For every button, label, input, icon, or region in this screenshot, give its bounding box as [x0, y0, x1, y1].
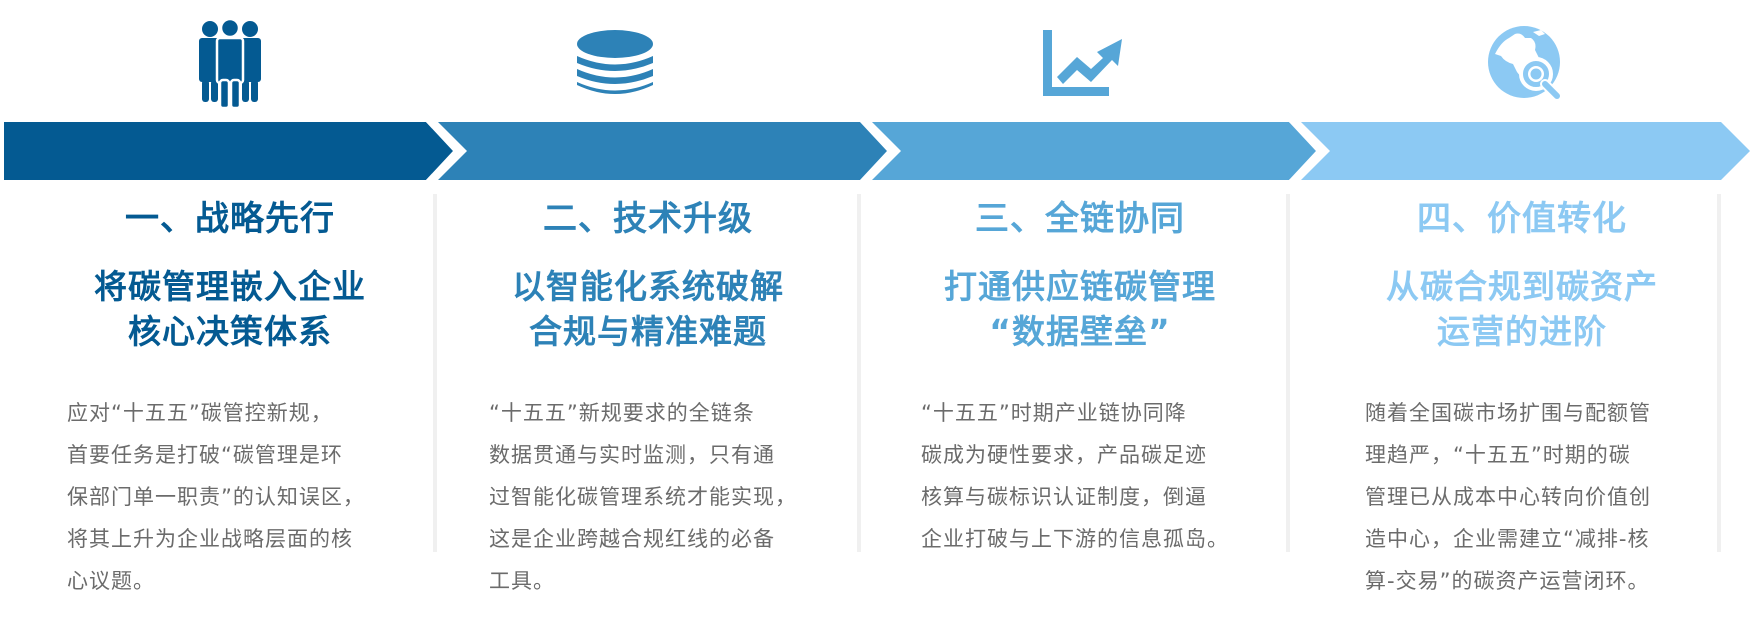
stage-body: “十五五”时期产业链协同降 碳成为硬性要求，产品碳足迹 核算与碳标识认证制度，倒… [921, 392, 1229, 560]
body-line: “十五五”新规要求的全链条 [489, 401, 755, 425]
subtitle-line: 核心决策体系 [128, 312, 332, 351]
body-line: 算-交易”的碳资产运营闭环。 [1365, 569, 1650, 593]
arrow-segment-3 [860, 122, 1316, 180]
body-line: 造中心，企业需建立“减排-核 [1365, 527, 1650, 551]
stage-subtitle: 以智能化系统破解 合规与精准难题 [458, 264, 838, 354]
stage-body: 随着全国碳市场扩围与配额管 理趋严，“十五五”时期的碳 管理已从成本中心转向价值… [1365, 392, 1651, 602]
people-group-icon [180, 14, 280, 114]
subtitle-line: 从碳合规到碳资产 [1386, 267, 1658, 306]
column-divider [857, 194, 861, 552]
arrow-segment-2 [432, 122, 887, 180]
body-line: 随着全国碳市场扩围与配额管 [1365, 401, 1651, 425]
subtitle-line: 以智能化系统破解 [512, 267, 784, 306]
body-line: 保部门单一职责”的认知误区， [67, 485, 365, 509]
body-line: 核算与碳标识认证制度，倒逼 [921, 485, 1207, 509]
arrow-segment-4 [1290, 122, 1750, 180]
body-line: 碳成为硬性要求，产品碳足迹 [921, 443, 1207, 467]
stage-column-4: 四、价值转化 从碳合规到碳资产 运营的进阶 随着全国碳市场扩围与配额管 理趋严，… [1332, 196, 1712, 593]
body-line: 过智能化碳管理系统才能实现， [489, 485, 797, 509]
subtitle-line: 将碳管理嵌入企业 [94, 267, 366, 306]
stage-title: 三、全链协同 [975, 199, 1185, 239]
stage-column-1: 一、战略先行 将碳管理嵌入企业 核心决策体系 应对“十五五”碳管控新规， 首要任… [40, 196, 420, 593]
subtitle-line: 打通供应链碳管理 [944, 267, 1216, 306]
body-line: 工具。 [489, 569, 555, 593]
globe-search-icon [1477, 14, 1577, 114]
database-icon [565, 14, 665, 114]
stage-body: 应对“十五五”碳管控新规， 首要任务是打破“碳管理是环 保部门单一职责”的认知误… [67, 392, 365, 602]
column-divider [1717, 194, 1721, 552]
column-divider [1286, 194, 1290, 552]
stage-column-2: 二、技术升级 以智能化系统破解 合规与精准难题 “十五五”新规要求的全链条 数据… [458, 196, 838, 593]
body-line: 理趋严，“十五五”时期的碳 [1365, 443, 1631, 467]
arrow-segment-1 [4, 122, 1752, 180]
body-line: 这是企业跨越合规红线的必备 [489, 527, 775, 551]
body-line: 管理已从成本中心转向价值创 [1365, 485, 1651, 509]
stage-column-3: 三、全链协同 打通供应链碳管理 “数据壁垒” “十五五”时期产业链协同降 碳成为… [890, 196, 1270, 551]
stage-subtitle: 将碳管理嵌入企业 核心决策体系 [40, 264, 420, 354]
stage-body: “十五五”新规要求的全链条 数据贯通与实时监测，只有通 过智能化碳管理系统才能实… [489, 392, 797, 602]
subtitle-line: “数据壁垒” [989, 312, 1171, 351]
stage-title: 二、技术升级 [543, 199, 753, 239]
stage-title: 一、战略先行 [125, 199, 335, 239]
body-line: 数据贯通与实时监测，只有通 [489, 443, 775, 467]
body-line: 应对“十五五”碳管控新规， [67, 401, 333, 425]
body-line: 企业打破与上下游的信息孤岛。 [921, 527, 1229, 551]
body-line: 心议题。 [67, 569, 155, 593]
line-chart-up-icon [1033, 14, 1133, 114]
body-line: “十五五”时期产业链协同降 [921, 401, 1187, 425]
subtitle-line: 运营的进阶 [1437, 312, 1607, 351]
subtitle-line: 合规与精准难题 [529, 312, 767, 351]
body-line: 首要任务是打破“碳管理是环 [67, 443, 343, 467]
arrow-segment-1-shape [4, 122, 453, 180]
stage-title: 四、价值转化 [1417, 199, 1627, 239]
column-divider [433, 194, 437, 552]
stage-subtitle: 打通供应链碳管理 “数据壁垒” [890, 264, 1270, 354]
stage-subtitle: 从碳合规到碳资产 运营的进阶 [1332, 264, 1712, 354]
body-line: 将其上升为企业战略层面的核 [67, 527, 353, 551]
